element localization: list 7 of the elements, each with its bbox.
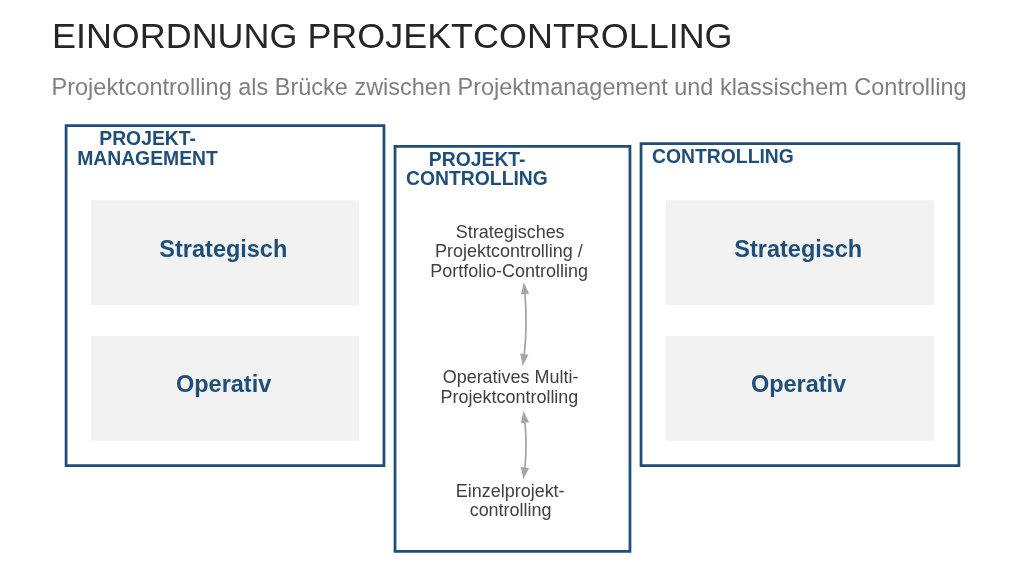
label: Projektcontrolling als Brücke zwischen Projektmanagement und klassischem Controlling [51, 74, 967, 101]
node-text: Strategisches Projektcontrolling / Portfolio-Controlling [429, 222, 588, 281]
diagram-title: EINORDNUNG PROJEKTCONTROLLING [51, 14, 733, 56]
arrow [519, 282, 529, 366]
arrow [520, 410, 529, 480]
node-text: Einzelprojekt- controlling [455, 480, 565, 520]
node-text: Operatives Multi- Projektcontrolling [440, 367, 578, 407]
